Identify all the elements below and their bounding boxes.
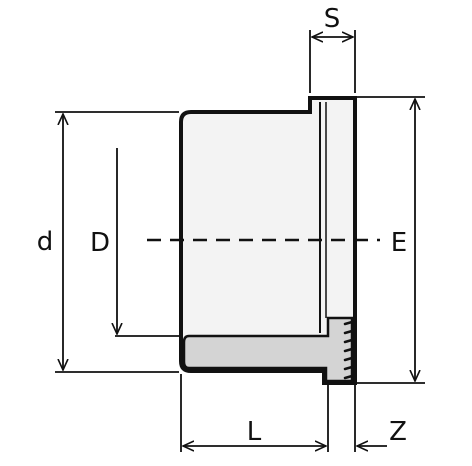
label-d-inner: D <box>90 228 110 258</box>
label-d: d <box>37 227 54 257</box>
extension-lines <box>55 30 425 452</box>
label-s: S <box>324 4 341 34</box>
label-l: L <box>247 417 262 447</box>
section-wall <box>182 316 354 383</box>
label-e: E <box>391 228 407 258</box>
thread-marks <box>343 320 354 380</box>
label-z: Z <box>389 417 407 447</box>
